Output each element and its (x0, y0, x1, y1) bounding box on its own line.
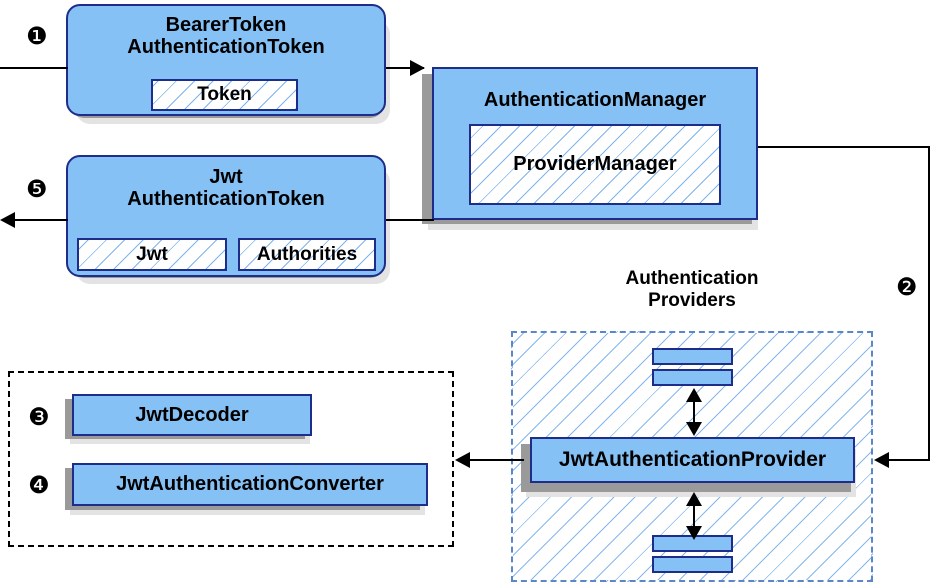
arrowhead-provider-to-jwt-support (455, 452, 470, 468)
node-jwt-authentication-provider[interactable]: JwtAuthenticationProvider (530, 437, 855, 483)
step-marker-1: ❶ (26, 22, 48, 50)
jwt-authentication-converter-label: JwtAuthenticationConverter (116, 473, 384, 496)
connector-manager-to-provider-right (928, 146, 930, 461)
provider-slab-bottom-2 (652, 556, 733, 573)
step-marker-4: ❹ (28, 471, 50, 499)
authentication-providers-caption-line1: Authentication (625, 268, 759, 289)
connector-inbound-request (0, 67, 68, 69)
connector-outbound-response (6, 219, 68, 221)
field-authorities-label: Authorities (256, 243, 358, 265)
provider-slab-top-2 (652, 369, 733, 386)
step-marker-3: ❸ (28, 403, 50, 431)
node-jwt-decoder[interactable]: JwtDecoder (72, 394, 312, 436)
connector-provider-up (693, 396, 695, 426)
connector-manager-to-provider-bottom (888, 459, 930, 461)
step-marker-5: ❺ (26, 175, 48, 203)
connector-manager-to-provider-top (758, 146, 930, 148)
arrowhead-manager-to-provider (874, 452, 889, 468)
connector-provider-down (693, 500, 695, 530)
jwt-decoder-label: JwtDecoder (135, 403, 249, 426)
arrowhead-provider-down (686, 526, 702, 540)
authentication-providers-caption-line2: Providers (648, 290, 736, 312)
arrowhead-provider-down-up (686, 492, 702, 506)
connector-bearer-to-manager (386, 67, 424, 69)
step-marker-2: ❷ (896, 273, 918, 301)
field-provider-manager-label: ProviderManager (513, 153, 677, 175)
bearer-token-title-line2: AuthenticationToken (127, 36, 325, 59)
node-jwt-authentication-converter[interactable]: JwtAuthenticationConverter (72, 463, 428, 506)
authentication-providers-caption: Authentication Providers (563, 268, 821, 313)
authentication-manager-title: AuthenticationManager (483, 89, 707, 111)
arrowhead-provider-up-down (686, 422, 702, 436)
field-token-label: Token (197, 84, 252, 105)
arrowhead-provider-up (686, 388, 702, 402)
connector-provider-to-jwt-support (468, 459, 524, 461)
jwt-token-title-line1: Jwt (209, 166, 243, 188)
jwt-token-title-line2: AuthenticationToken (127, 188, 325, 211)
jwt-support-group (8, 371, 454, 547)
arrowhead-bearer-to-manager (410, 60, 425, 76)
field-jwt: Jwt (77, 238, 227, 271)
field-authorities: Authorities (238, 238, 376, 271)
bearer-token-title-line1: BearerToken (165, 14, 287, 36)
provider-slab-top-1 (652, 348, 733, 365)
field-provider-manager: ProviderManager (469, 124, 721, 205)
jwt-authentication-provider-label: JwtAuthenticationProvider (558, 448, 827, 472)
field-jwt-label: Jwt (136, 243, 168, 265)
arrowhead-outbound-response (0, 212, 15, 228)
field-token: Token (151, 79, 298, 111)
connector-manager-to-jwt-token (386, 219, 434, 221)
